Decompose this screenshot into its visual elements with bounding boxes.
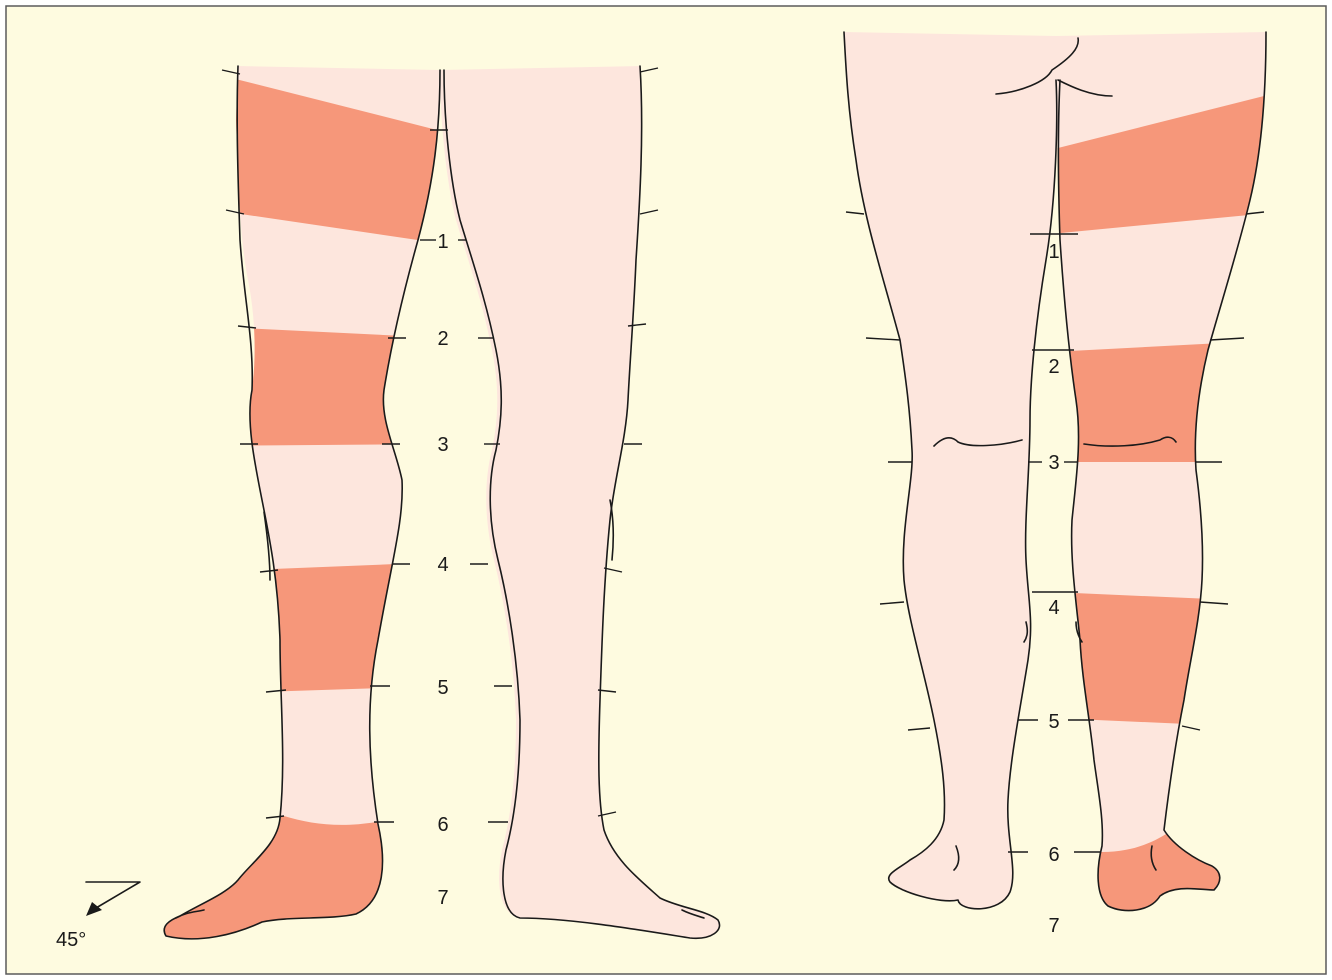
front-level-label-4: 4	[437, 554, 448, 576]
back-level-label-2: 2	[1048, 356, 1059, 378]
front-level-label-7: 7	[437, 887, 448, 909]
front-level-label-3: 3	[437, 434, 448, 456]
front-level-label-2: 2	[437, 328, 448, 350]
angle-label: 45°	[56, 929, 86, 951]
back-level-label-7: 7	[1048, 915, 1059, 937]
back-level-label-3: 3	[1048, 452, 1059, 474]
back-level-label-5: 5	[1048, 711, 1059, 733]
front-level-label-1: 1	[437, 231, 448, 253]
back-level-label-4: 4	[1048, 597, 1059, 619]
front-level-label-6: 6	[437, 814, 448, 836]
back-level-label-6: 6	[1048, 844, 1059, 866]
back-level-label-1: 1	[1048, 241, 1059, 263]
front-level-label-5: 5	[437, 677, 448, 699]
